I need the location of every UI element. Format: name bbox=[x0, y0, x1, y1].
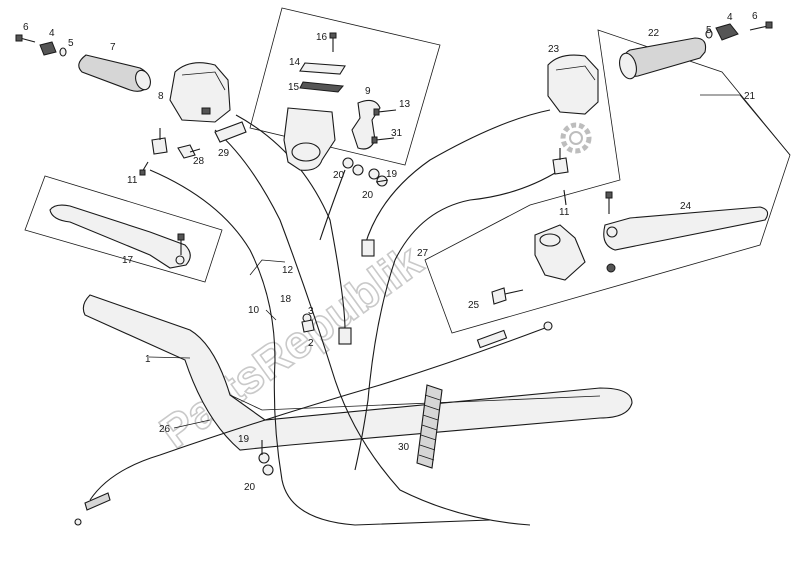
callout-10: 10 bbox=[248, 305, 260, 316]
part-6-screw-left bbox=[15, 34, 36, 43]
part-14-reservoir-cap bbox=[299, 62, 346, 75]
part-15-diaphragm bbox=[299, 81, 344, 93]
callout-18: 18 bbox=[280, 294, 292, 305]
part-29-bracket bbox=[214, 121, 247, 143]
callout-12: 12 bbox=[282, 265, 294, 276]
callout-4a: 4 bbox=[49, 28, 55, 39]
callout-5b: 5 bbox=[706, 25, 712, 36]
callout-8: 8 bbox=[158, 91, 164, 102]
part-11-screw-left bbox=[139, 161, 149, 176]
part-6-screw-right bbox=[749, 21, 773, 31]
callout-11: 11 bbox=[127, 175, 138, 186]
part-switch-sensor-right bbox=[552, 148, 569, 206]
callout-26: 26 bbox=[159, 424, 171, 435]
connector-right bbox=[361, 239, 375, 257]
callout-5a: 5 bbox=[68, 38, 74, 49]
callout-1: 1 bbox=[145, 354, 151, 365]
part-19-bolt-upper bbox=[375, 179, 389, 183]
part-2-clip bbox=[301, 319, 315, 333]
group-box-left-lever bbox=[24, 175, 223, 283]
callout-2: 2 bbox=[308, 338, 314, 349]
callout-16: 16 bbox=[316, 32, 328, 43]
callout-7: 7 bbox=[110, 42, 116, 53]
part-13-screw bbox=[373, 108, 397, 116]
part-31-screw bbox=[371, 136, 395, 144]
leader-lines bbox=[148, 94, 791, 429]
callout-21: 21 bbox=[744, 91, 756, 102]
part-22-right-grip bbox=[619, 37, 707, 80]
right-master-cylinder bbox=[534, 224, 586, 281]
callout-17: 17 bbox=[122, 255, 134, 266]
callout-14: 14 bbox=[289, 57, 301, 68]
callout-3: 3 bbox=[308, 306, 314, 317]
part-23-right-switch bbox=[547, 54, 599, 115]
part-16-screw bbox=[329, 32, 337, 52]
master-cylinder-body bbox=[283, 107, 336, 171]
part-8-left-switch bbox=[169, 62, 231, 123]
part-20-washers-upper bbox=[342, 157, 388, 187]
callout-6a: 6 bbox=[23, 22, 29, 33]
callout-30: 30 bbox=[398, 442, 410, 453]
part-4-bar-end-right bbox=[715, 23, 739, 41]
callout-19a: 19 bbox=[386, 169, 398, 180]
part-17-left-lever bbox=[49, 204, 191, 269]
part-4-bar-end-left bbox=[39, 41, 57, 56]
part-7-left-grip bbox=[78, 54, 151, 92]
part-5-spacer-left bbox=[59, 47, 67, 57]
callout-4b: 4 bbox=[727, 12, 733, 23]
connector-left bbox=[338, 327, 352, 345]
callout-19b: 19 bbox=[238, 434, 250, 445]
callout-28: 28 bbox=[193, 156, 205, 167]
callout-15: 15 bbox=[288, 82, 300, 93]
part-25-bolt bbox=[491, 287, 524, 305]
part-switch-sensor-left bbox=[151, 128, 168, 155]
part-24-right-lever bbox=[603, 191, 769, 273]
callout-23: 23 bbox=[548, 44, 560, 55]
callout-6b: 6 bbox=[752, 11, 758, 22]
callout-11b: 11 bbox=[559, 207, 570, 218]
part-5-spacer-right bbox=[705, 29, 713, 39]
callout-27: 27 bbox=[417, 248, 429, 259]
callout-20c: 20 bbox=[244, 482, 256, 493]
part-28-switch bbox=[177, 144, 201, 159]
callout-24: 24 bbox=[680, 201, 692, 212]
callout-labels: 1 2 3 4 4 5 5 6 6 7 8 9 10 11 11 12 13 1… bbox=[23, 11, 758, 493]
part-20-washers-lower bbox=[258, 452, 274, 476]
callout-25: 25 bbox=[468, 300, 480, 311]
callout-22: 22 bbox=[648, 28, 660, 39]
part-26-clutch-cable bbox=[74, 321, 553, 526]
group-box-right-side bbox=[424, 29, 791, 334]
handlebar bbox=[82, 294, 633, 451]
callout-9: 9 bbox=[365, 86, 371, 97]
callout-13: 13 bbox=[399, 99, 411, 110]
callout-29: 29 bbox=[218, 148, 230, 159]
callout-20b: 20 bbox=[362, 190, 374, 201]
group-box-switch-parts bbox=[249, 7, 441, 166]
gear-icon bbox=[560, 122, 592, 154]
callout-31: 31 bbox=[391, 128, 403, 139]
cables bbox=[89, 109, 561, 526]
callout-20a: 20 bbox=[333, 170, 345, 181]
part-30-spring bbox=[416, 384, 443, 469]
